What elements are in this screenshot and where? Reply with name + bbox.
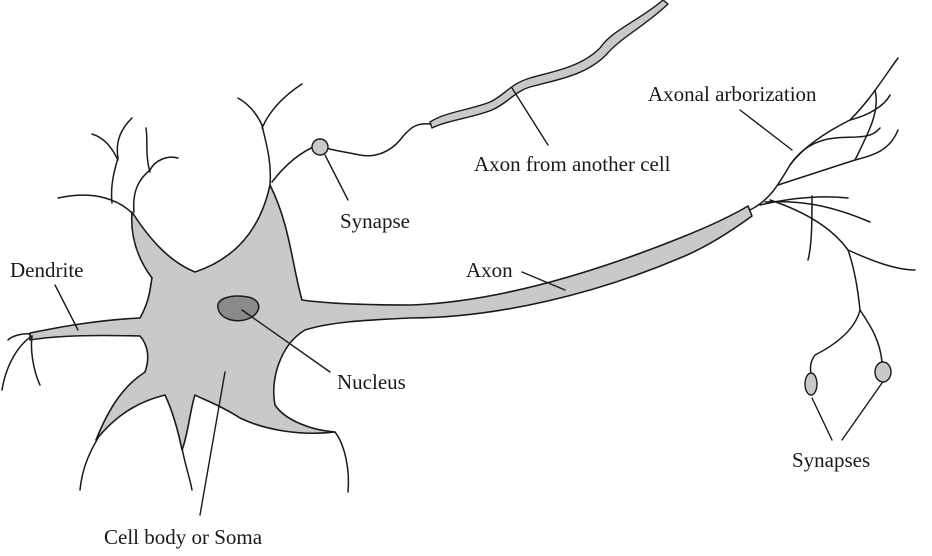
leader-axon-from-another-cell xyxy=(511,87,549,146)
dendrite-branch xyxy=(30,335,41,386)
dendrite-branch xyxy=(1,335,33,391)
dendrite-branch xyxy=(91,133,119,161)
leader-axonal-arborization xyxy=(739,109,793,151)
dendrite-branch xyxy=(334,431,350,493)
leader-synapses-right xyxy=(841,382,883,441)
arbor-branch xyxy=(764,200,871,223)
leader-nucleus xyxy=(241,309,331,373)
dendrite-branch xyxy=(181,447,193,491)
label-synapses: Synapses xyxy=(792,448,870,472)
arbor-branch xyxy=(759,196,849,206)
label-cell-body: Cell body or Soma xyxy=(104,525,263,549)
dendrite-branch xyxy=(261,124,272,186)
dendrite-branch xyxy=(57,194,135,216)
label-synapse: Synapse xyxy=(340,209,410,233)
label-dendrite: Dendrite xyxy=(10,258,83,282)
leader-cell-body xyxy=(199,371,226,516)
dendrite-branch xyxy=(7,333,31,341)
arbor-branch xyxy=(849,94,891,121)
incoming-axon xyxy=(429,0,669,129)
arbor-branch xyxy=(809,309,861,375)
arbor-branch xyxy=(847,249,916,271)
arbor-branch xyxy=(789,119,851,166)
dendrite-branch xyxy=(149,156,179,171)
cell-body xyxy=(29,184,753,451)
incoming-axon-tail xyxy=(325,122,431,157)
dendrite-branch xyxy=(145,127,151,173)
leader-synapse xyxy=(324,154,349,201)
arbor-branch xyxy=(847,249,861,311)
arbor-branch xyxy=(859,309,883,363)
dendrite-branch xyxy=(261,83,303,129)
arbor-branch xyxy=(807,195,813,261)
leader-axon xyxy=(521,271,566,291)
dendrite-branch xyxy=(237,97,263,126)
arbor-branch xyxy=(854,89,877,161)
dendrite-branch xyxy=(132,169,151,213)
synapse-bulb-right xyxy=(874,361,892,383)
dendrite-branch xyxy=(79,437,99,491)
arbor-branch xyxy=(749,164,791,211)
arbor-branch xyxy=(789,127,881,166)
label-axon-from-another-cell: Axon from another cell xyxy=(474,152,671,176)
label-axonal-arborization: Axonal arborization xyxy=(648,82,817,106)
leader-synapses-left xyxy=(811,397,833,441)
label-nucleus: Nucleus xyxy=(337,370,406,394)
label-axon: Axon xyxy=(466,258,513,282)
leader-dendrite xyxy=(54,284,79,331)
arbor-branch xyxy=(769,199,849,251)
dendrite-branch xyxy=(271,144,319,183)
synapse-bulb xyxy=(311,138,329,156)
synapse-bulb-left xyxy=(804,372,818,396)
dendrite-branch xyxy=(110,117,133,204)
